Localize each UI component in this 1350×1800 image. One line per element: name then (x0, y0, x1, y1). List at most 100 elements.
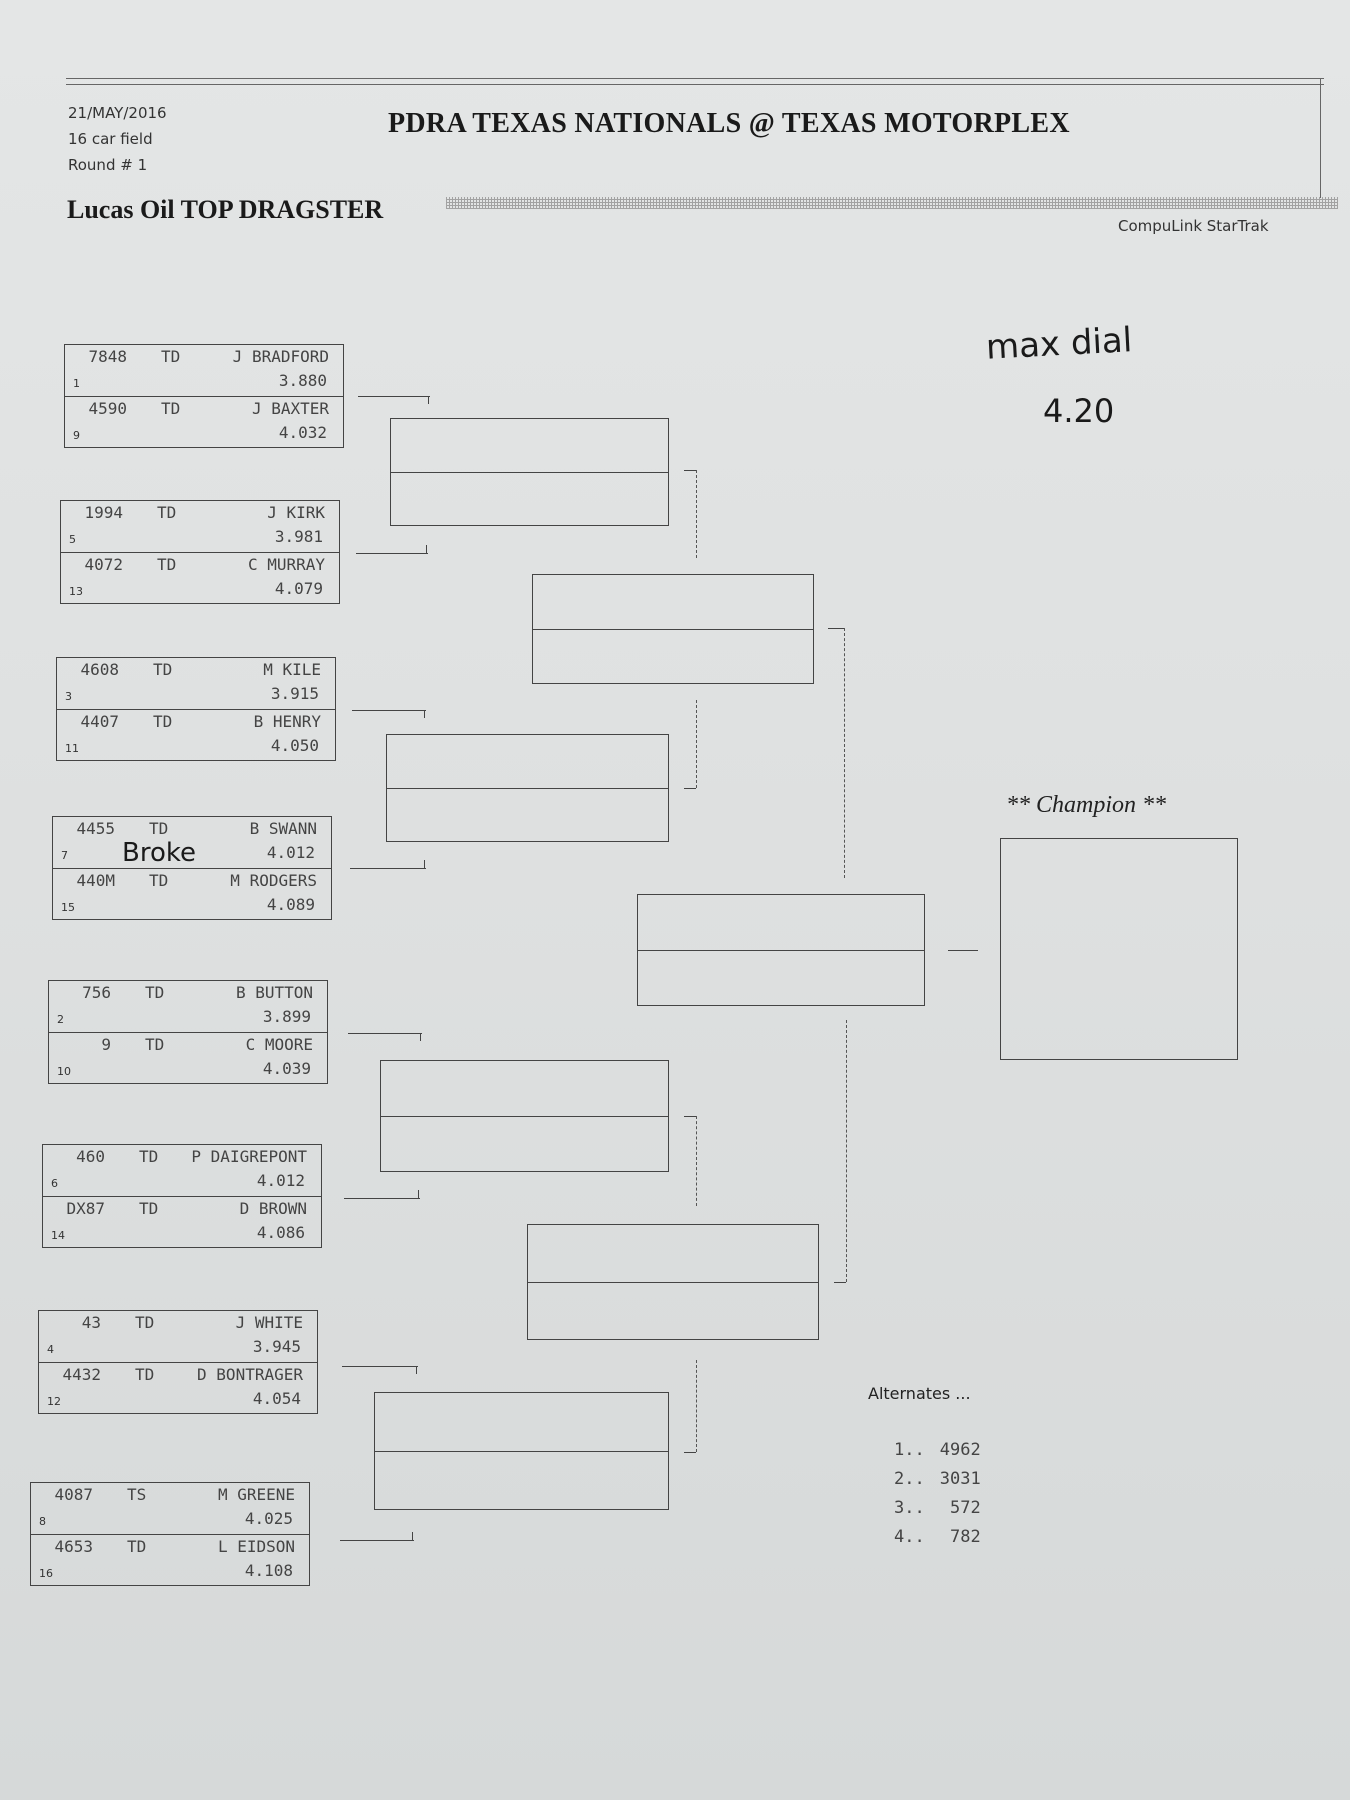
semifinal-box-2 (527, 1224, 819, 1340)
class-code: TD (153, 712, 173, 731)
elapsed-time: 3.945 (252, 1337, 301, 1356)
max-dial-note: max dial (985, 320, 1134, 368)
racer-slot: 4072 TD C MURRAY 4.079 13 (61, 552, 339, 603)
connector (342, 1366, 418, 1367)
seed-number: 5 (69, 533, 76, 546)
elapsed-time: 4.012 (266, 843, 315, 862)
class-code: TD (145, 983, 165, 1002)
connector (416, 1366, 417, 1374)
class-code: TD (135, 1313, 155, 1332)
seed-number: 10 (57, 1065, 71, 1078)
class-code: TD (135, 1365, 155, 1384)
connector (428, 396, 429, 404)
car-number: 460 (76, 1147, 105, 1166)
elapsed-time: 3.899 (262, 1007, 311, 1026)
alternates-title: Alternates ... (868, 1384, 971, 1403)
broke-note: Broke (122, 838, 196, 868)
seed-number: 15 (61, 901, 75, 914)
connector (828, 628, 844, 629)
seed-number: 14 (51, 1229, 65, 1242)
alternate-rank: 3.. (894, 1498, 925, 1518)
connector (844, 628, 845, 878)
connector (352, 710, 426, 711)
connector (684, 1116, 696, 1117)
connector (412, 1532, 413, 1540)
car-number: 4072 (84, 555, 123, 574)
class-code: TD (153, 660, 173, 679)
field-size: 16 car field (68, 130, 153, 148)
car-number: 7848 (88, 347, 127, 366)
connector (948, 950, 978, 951)
driver-name: J BRADFORD (232, 347, 329, 366)
car-number: 4407 (80, 712, 119, 731)
driver-name: J BAXTER (251, 399, 329, 418)
class-code: TD (149, 819, 169, 838)
alternate-item: 4..782 (894, 1527, 981, 1547)
round-number: Round # 1 (68, 156, 148, 174)
alternate-item: 2..3031 (894, 1469, 981, 1489)
driver-name: J KIRK (267, 503, 325, 522)
seed-number: 4 (47, 1343, 54, 1356)
seed-number: 13 (69, 585, 83, 598)
car-number: 4608 (80, 660, 119, 679)
car-number: DX87 (66, 1199, 105, 1218)
driver-name: M GREENE (217, 1485, 295, 1504)
dotted-divider (446, 197, 1338, 209)
connector (684, 470, 696, 471)
quarterfinal-box-1 (390, 418, 669, 526)
class-code: TD (161, 347, 181, 366)
final-box (637, 894, 925, 1006)
seed-number: 8 (39, 1515, 46, 1528)
driver-name: B BUTTON (235, 983, 313, 1002)
class-code: TD (145, 1035, 165, 1054)
connector (846, 1020, 847, 1282)
elapsed-time: 4.079 (274, 579, 323, 598)
connector (420, 1033, 421, 1041)
seed-number: 16 (39, 1567, 53, 1580)
connector (834, 1282, 846, 1283)
elapsed-time: 4.054 (252, 1389, 301, 1408)
connector (426, 545, 427, 553)
driver-name: J WHITE (235, 1313, 303, 1332)
car-number: 4455 (76, 819, 115, 838)
elapsed-time: 4.108 (244, 1561, 293, 1580)
driver-name: B SWANN (249, 819, 317, 838)
connector (350, 868, 426, 869)
driver-name: C MOORE (245, 1035, 313, 1054)
elapsed-time: 4.089 (266, 895, 315, 914)
seed-number: 3 (65, 690, 72, 703)
car-number: 4653 (54, 1537, 93, 1556)
elapsed-time: 3.981 (274, 527, 323, 546)
connector (344, 1198, 420, 1199)
connector (424, 860, 425, 868)
quarterfinal-box-4 (374, 1392, 669, 1510)
header-rule (66, 78, 1324, 85)
seed-number: 12 (47, 1395, 61, 1408)
class-title: Lucas Oil TOP DRAGSTER (67, 195, 384, 224)
car-number: 4432 (62, 1365, 101, 1384)
alternate-item: 3..572 (894, 1498, 981, 1518)
class-code: TD (157, 555, 177, 574)
elapsed-time: 4.039 (262, 1059, 311, 1078)
alternate-rank: 1.. (894, 1440, 925, 1460)
car-number: 440M (76, 871, 115, 890)
elapsed-time: 3.880 (278, 371, 327, 390)
driver-name: M KILE (263, 660, 321, 679)
elapsed-time: 4.050 (270, 736, 319, 755)
class-code: TD (149, 871, 169, 890)
champion-label: ** Champion ** (1006, 792, 1167, 818)
driver-name: C MURRAY (247, 555, 325, 574)
